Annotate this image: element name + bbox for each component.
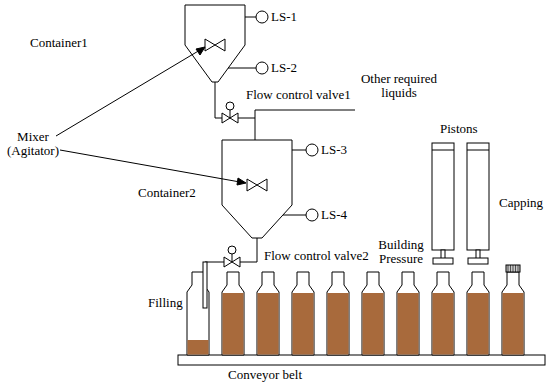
label: Pistons [440, 122, 478, 136]
bottle [222, 272, 244, 355]
cap-ridge [513, 265, 514, 272]
liquid [328, 293, 349, 355]
nozzle [203, 262, 207, 308]
bottle [327, 272, 349, 355]
label: Building Pressure [374, 238, 428, 266]
bottle [502, 272, 524, 355]
label: Capping [499, 196, 543, 210]
liquid [293, 293, 314, 355]
liquid [433, 293, 454, 355]
piston-head [433, 258, 453, 264]
label: LS-2 [271, 61, 297, 75]
bottle [397, 272, 419, 355]
label: Filling [148, 296, 183, 310]
piston-cylinder-cap [432, 150, 454, 151]
liquid [223, 293, 244, 355]
label: Other required liquids [356, 72, 442, 100]
liquid [188, 340, 209, 355]
cap-ridge [510, 265, 511, 272]
label: LS-3 [321, 143, 347, 157]
cap-ridge [518, 265, 519, 272]
bottle-cap [506, 265, 520, 272]
piston-cylinder-cap [467, 150, 489, 151]
liquid [258, 293, 279, 355]
label: LS-4 [321, 208, 347, 222]
liquid [468, 293, 489, 355]
label: Flow control valve2 [264, 249, 369, 263]
cap-ridge [515, 265, 516, 272]
liquid [398, 293, 419, 355]
liquid [363, 293, 384, 355]
piston-head [468, 258, 488, 264]
label: Container2 [138, 186, 196, 200]
label: Flow control valve1 [246, 88, 351, 102]
piston-cylinder [432, 143, 454, 250]
bottle [362, 272, 384, 355]
cap-ridge [508, 265, 509, 272]
label: Mixer (Agitator) [2, 130, 64, 158]
bottle [257, 272, 279, 355]
label: Container1 [30, 36, 88, 50]
label: Conveyor belt [228, 368, 302, 382]
bottle [432, 272, 454, 355]
piston-cylinder [467, 143, 489, 250]
liquid [503, 293, 524, 355]
bottle [292, 272, 314, 355]
bottle [467, 272, 489, 355]
label: LS-1 [271, 10, 297, 24]
